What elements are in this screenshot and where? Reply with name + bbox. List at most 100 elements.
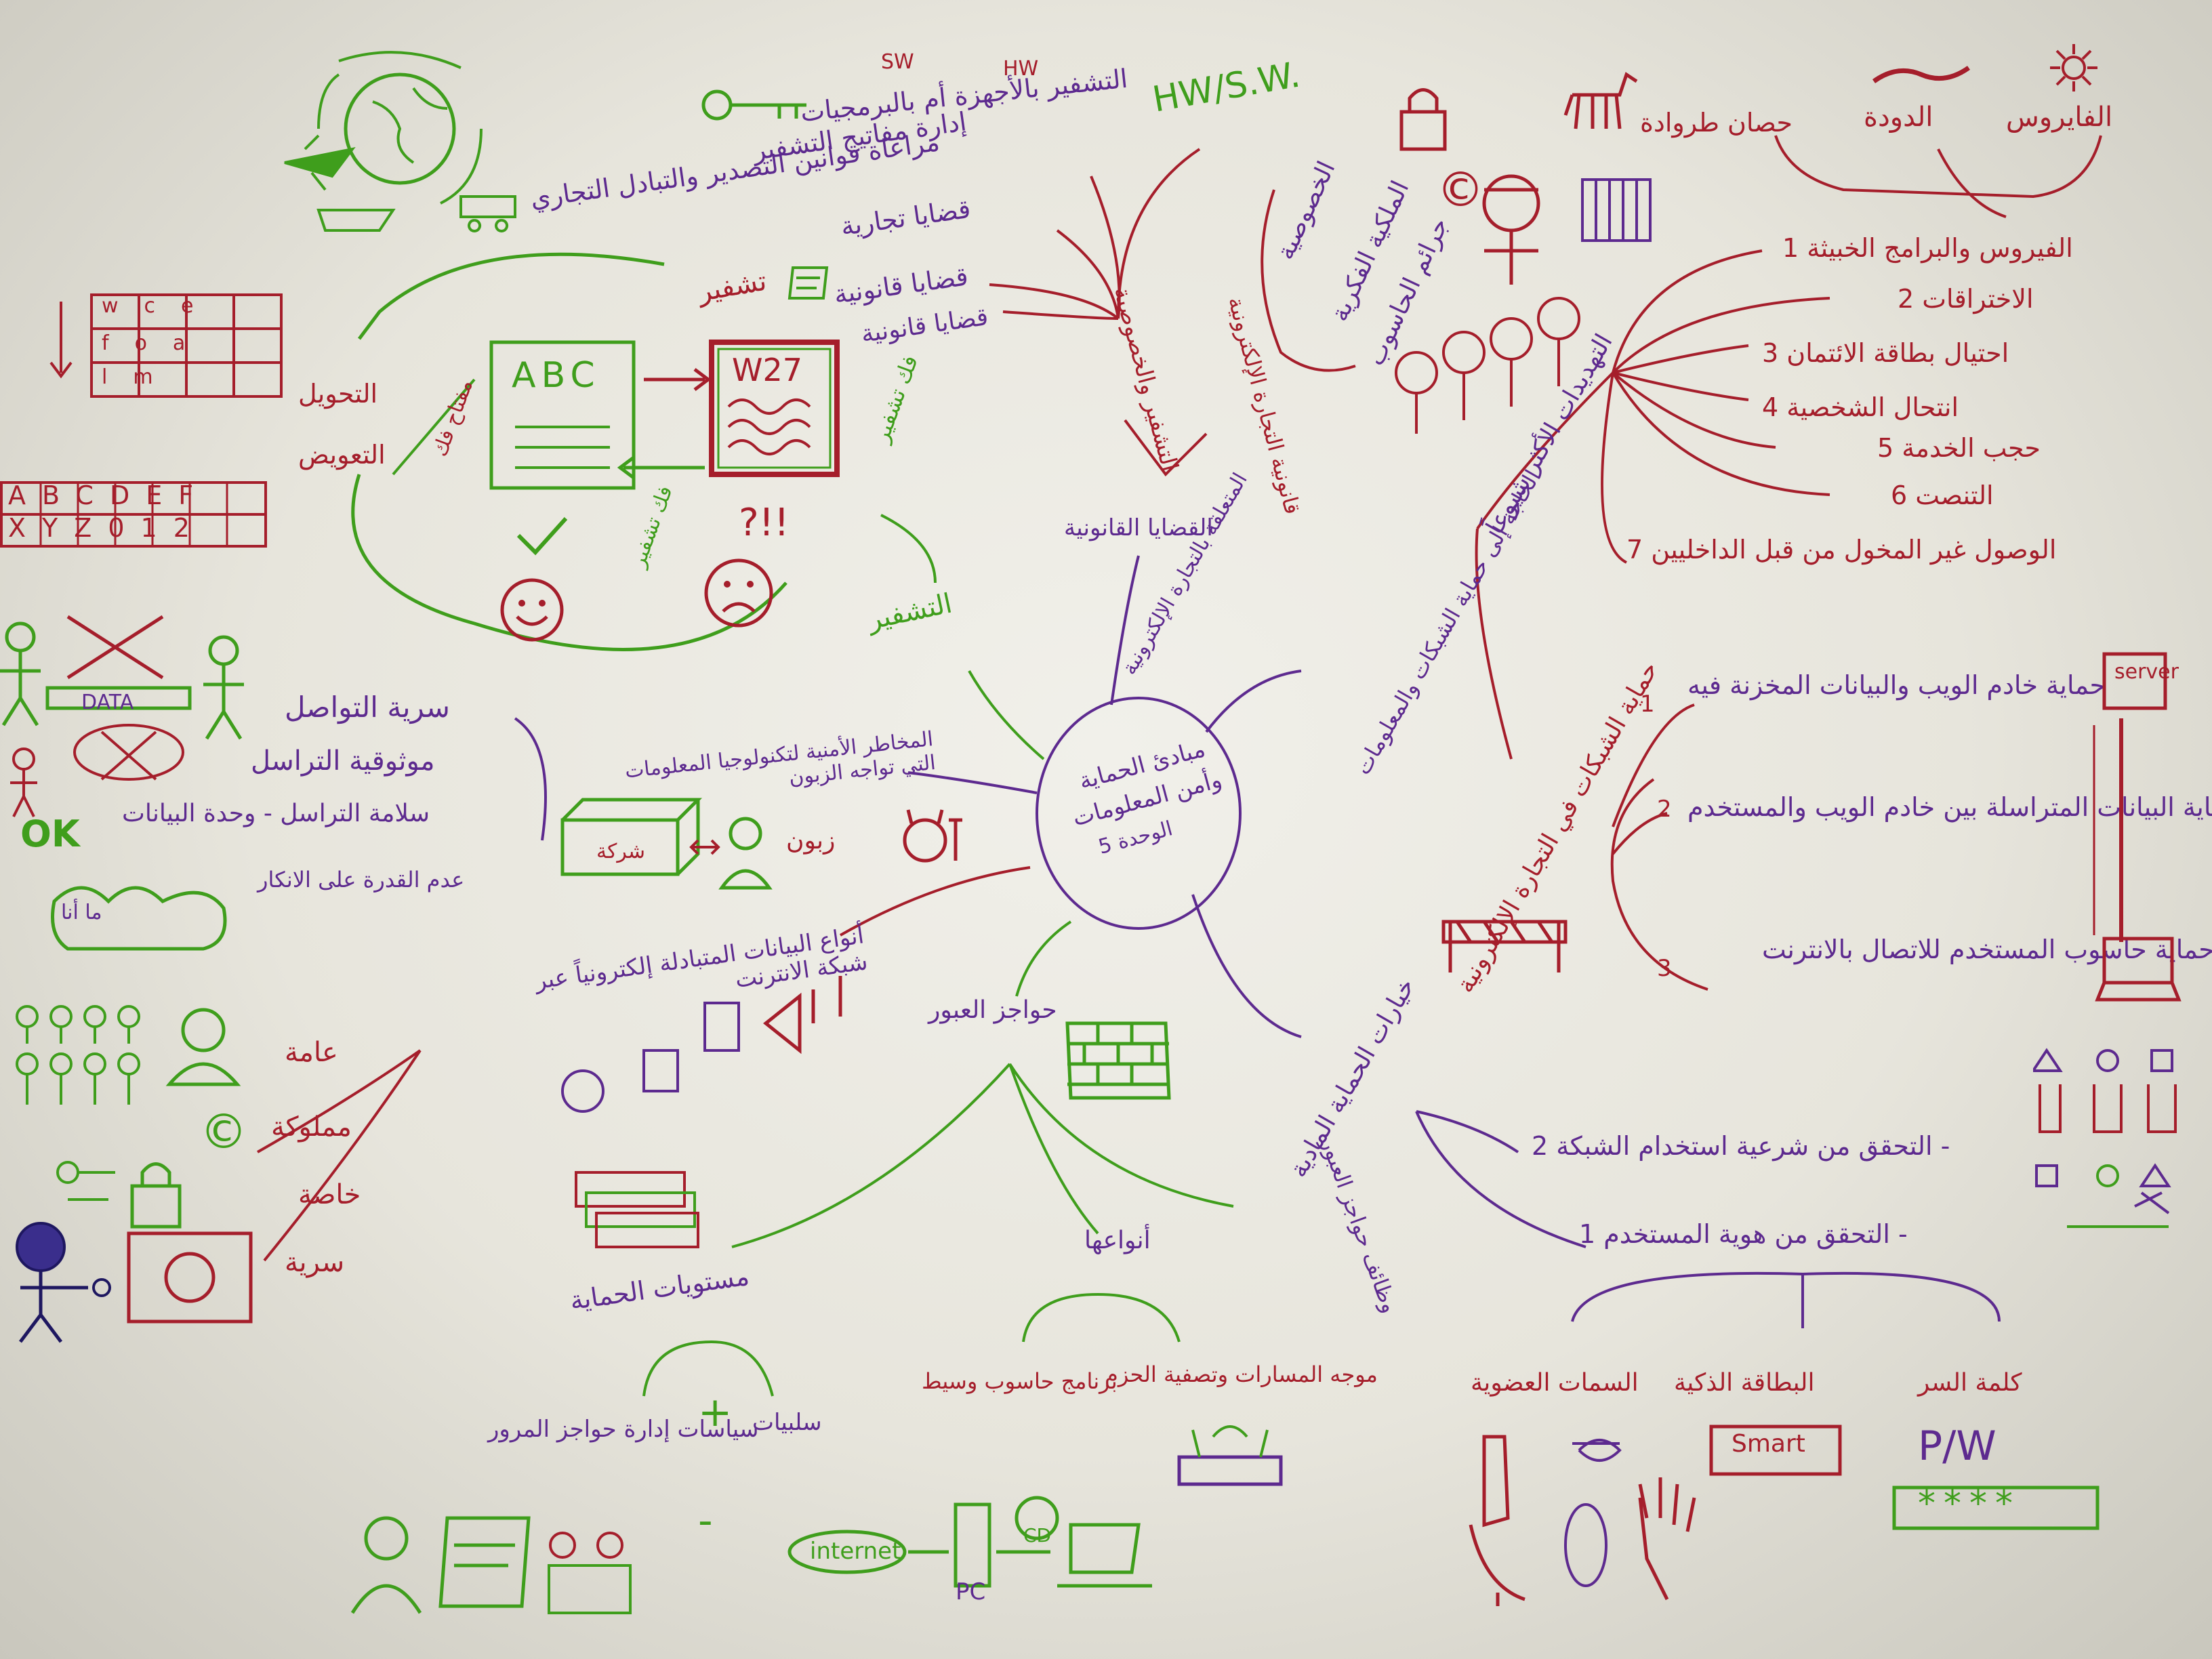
- sender-receiver-icon: [0, 615, 244, 781]
- network-item-2: حماية البيانات المتراسلة بين خادم الويب …: [1687, 792, 2212, 822]
- data-type-secret: سرية: [285, 1247, 345, 1278]
- firewall-level-plus: +: [698, 1389, 733, 1436]
- devils-group-icon: [1395, 297, 1580, 434]
- threat-3: احتيال بطاقة الائتمان 3: [1762, 338, 2009, 368]
- jail-icon: [1581, 178, 1652, 242]
- cipher-grid-row2: foa: [102, 331, 211, 355]
- substitution-label: التعويض: [298, 440, 386, 470]
- shapes-grid-icon: [2033, 1048, 2177, 1214]
- threat-6: التنصت 6: [1891, 480, 1994, 510]
- network-item-1-num: 1: [1640, 691, 1655, 718]
- alphabet-row2: XYZ012: [8, 513, 206, 543]
- threat-1: الفيروس والبرامج الخبيثة 1: [1782, 233, 2073, 263]
- threat-2: الاختراقات 2: [1898, 284, 2034, 314]
- key-icon: [701, 89, 806, 121]
- decrypt-cycle-arc: [351, 474, 787, 651]
- risk-1: سرية التواصل: [285, 691, 450, 724]
- lock-icon: [1399, 88, 1447, 151]
- server-icon: [2102, 652, 2167, 710]
- cash-stack-icon: [575, 1171, 699, 1248]
- ciphertext-document-icon: [709, 340, 840, 477]
- hw-option-2: - التحقق من شرعية استخدام الشبكة 2: [1532, 1131, 1950, 1161]
- password-stars: ****: [1918, 1483, 2021, 1524]
- worm-icon: [1872, 66, 1971, 83]
- server-label: server: [2114, 660, 2179, 684]
- pc-network-icon: [787, 1496, 1152, 1588]
- brick-wall-icon: [1065, 1021, 1171, 1100]
- plaintext-box-label: ABC: [512, 355, 600, 396]
- firewall-level-minus: -: [698, 1497, 713, 1544]
- crowd-icon: [16, 1005, 241, 1105]
- malware-trojan: حصان طروادة: [1640, 108, 1793, 138]
- data-label: DATA: [81, 691, 134, 714]
- network-item-3-num: 3: [1657, 955, 1672, 982]
- copyright-circle: ©: [200, 1104, 247, 1160]
- firewalls-label: حواجز العبور: [928, 996, 1057, 1024]
- sw-label: SW: [881, 50, 914, 74]
- globe-trade-icon: [284, 51, 516, 232]
- link-risks: [907, 771, 1038, 794]
- smart-card-label: Smart: [1732, 1430, 1805, 1458]
- data-type-public: عامة: [285, 1037, 338, 1068]
- copyright-symbol: ©: [1437, 162, 1484, 218]
- media-icons: [561, 976, 842, 1113]
- link-need: [1205, 670, 1302, 733]
- pc-label: PC: [956, 1578, 986, 1605]
- checkmark-icon: [516, 516, 568, 556]
- transform-label: التحويل: [298, 379, 378, 409]
- internet-label: internet: [810, 1538, 901, 1565]
- red-stickman-icon: [10, 747, 37, 817]
- smart-card-icon: [1709, 1425, 1842, 1476]
- data-type-owned: مملوكة: [271, 1111, 352, 1143]
- threat-5: حجب الخدمة 5: [1877, 433, 2041, 463]
- encrypt-cycle-arc: [358, 252, 665, 340]
- threat-7: الوصول غير المخول من قبل الداخليين 7: [1626, 535, 2057, 565]
- data-type-private: خاصة: [298, 1179, 361, 1210]
- thief-icon: [1482, 174, 1540, 285]
- ciphertext-box-label: W27: [732, 352, 803, 388]
- product-label: شركة: [596, 840, 646, 863]
- malware-virus: الفايروس: [2006, 102, 2113, 133]
- method-biometric: السمات العضوية: [1471, 1369, 1639, 1397]
- happy-face-icon: [500, 578, 564, 642]
- barrier-icon: [1441, 920, 1568, 972]
- plaintext-document-icon: [489, 340, 636, 490]
- cipher-grid-row3: lm: [102, 365, 179, 389]
- threat-4: انتحال الشخصية 4: [1762, 392, 1959, 422]
- password-field-icon: [1892, 1486, 2100, 1530]
- biometric-icon: [1469, 1435, 1696, 1606]
- safe-icon: [127, 1231, 253, 1324]
- question-marks: ?!!: [739, 501, 790, 545]
- product-customer-icon: [560, 798, 773, 890]
- down-arrow-icon: [49, 302, 73, 379]
- ok-label: OK: [20, 813, 80, 855]
- alphabet-table-icon: [0, 481, 267, 548]
- sad-face-icon: [704, 558, 773, 628]
- denial-label: ما أنا: [61, 901, 102, 924]
- link-options: [1191, 894, 1302, 1038]
- link-legal: [1110, 555, 1140, 705]
- risk-3: سلامة التراسل - وحدة البيانات: [122, 800, 430, 827]
- network-item-1: حماية خادم الويب والبيانات المخزنة فيه: [1687, 670, 2106, 700]
- customer-label: زبون: [786, 827, 836, 855]
- cipher-grid-row: wce: [102, 294, 220, 318]
- link-encryption: [968, 670, 1045, 760]
- devil-icon: [903, 809, 962, 863]
- keys-and-lock-icon: [56, 1161, 182, 1229]
- trojan-horse-icon: [1563, 72, 1638, 129]
- link-firewall: [1015, 920, 1072, 997]
- firewall-level-policy: سياسات إدارة حواجز المرور: [488, 1416, 759, 1443]
- people-group-icon: [350, 1516, 632, 1614]
- method-password: كلمة السر: [1918, 1369, 2022, 1397]
- hw-option-1: - التحقق من هوية المستخدم 1: [1579, 1219, 1908, 1249]
- hw-label: HW: [1003, 57, 1039, 81]
- link-encryption-up: [880, 514, 937, 583]
- center-node: [1036, 697, 1242, 930]
- link-data-types: [840, 866, 1031, 937]
- firewall-level-cons: سلبيات: [752, 1409, 822, 1436]
- method-smartcard: البطاقة الذكية: [1674, 1369, 1815, 1397]
- denial-icon: [51, 886, 227, 951]
- firewall-types-label: أنواعها: [1084, 1227, 1151, 1254]
- malware-worm: الدودة: [1864, 102, 1933, 133]
